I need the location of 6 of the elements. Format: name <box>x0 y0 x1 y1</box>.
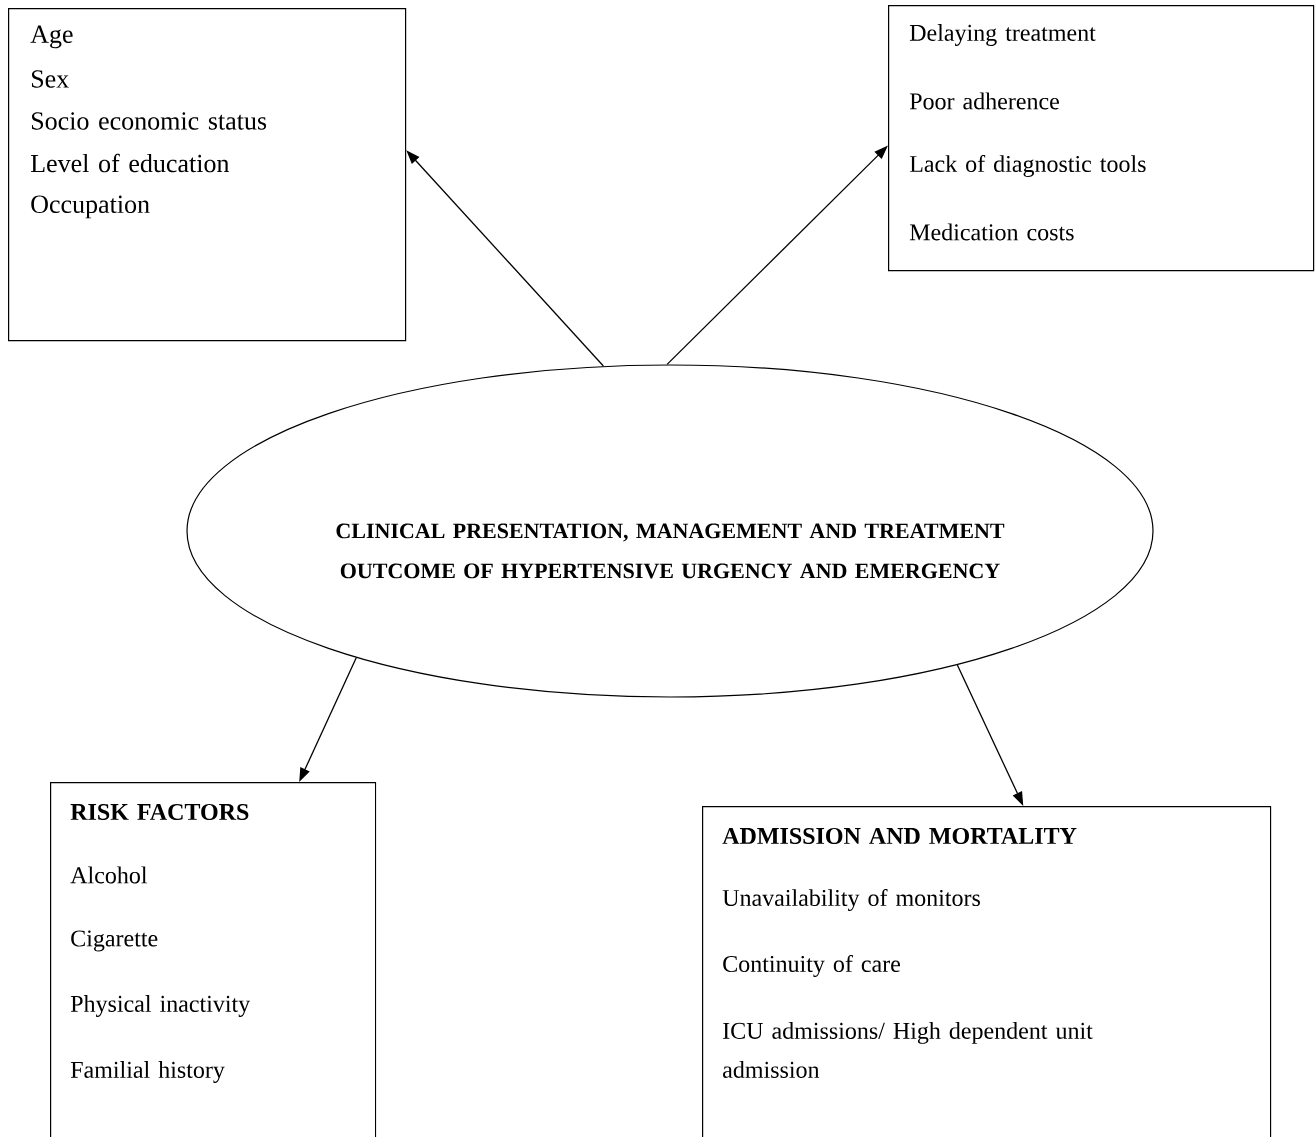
oval-node: CLINICAL PRESENTATION, MANAGEMENT AND TREATMENT OUTCOME OF HYPERTENSIVE URGENCY AND EMERGENCY <box>186 364 1154 698</box>
text-box: Age Sex Socio economic status Level of education Occupation <box>8 8 407 342</box>
arrow <box>406 150 604 367</box>
text-box: RISK FACTORS Alcohol Cigarette Physical inactivity Familial history <box>50 782 377 1137</box>
text-box: ADMISSION AND MORTALITY Unavailability of monitors Continuity of care ICU admissions/ High dependent unit admission <box>702 806 1272 1137</box>
text-box: Delaying treatment Poor adherence Lack of diagnostic tools Medication costs <box>888 5 1315 272</box>
